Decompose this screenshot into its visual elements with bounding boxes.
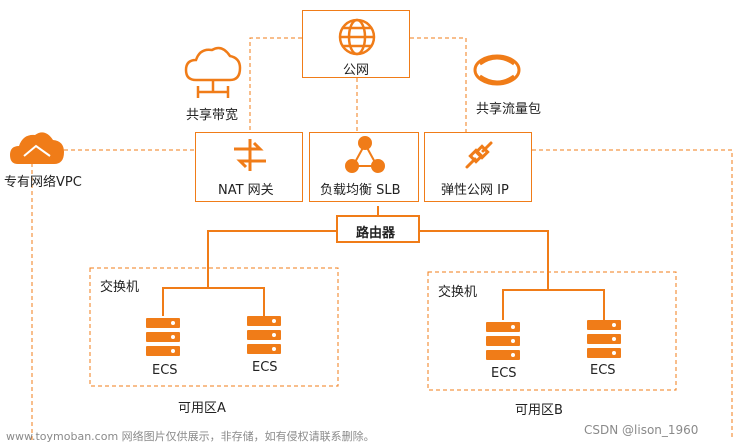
zone-a-ecs-2-label: ECS <box>252 360 278 375</box>
zone-b-ecs-2-label: ECS <box>590 363 616 378</box>
server-rack-icon <box>587 320 621 358</box>
router-node: 路由器 <box>336 215 420 243</box>
eye-traffic-icon <box>473 54 521 86</box>
zone-a-ecs-1-label: ECS <box>152 363 178 378</box>
internet-link-right <box>410 37 467 132</box>
server-rack-icon <box>486 322 520 360</box>
load-balancer-icon <box>345 136 385 173</box>
router-label: 路由器 <box>356 226 396 241</box>
zone-a-boundary <box>89 267 339 387</box>
cloud-network-icon <box>184 46 242 98</box>
watermark-left: www.toymoban.com 网络图片仅供展示，非存储，如有侵权请联系删除。 <box>6 430 375 443</box>
router-link-b <box>420 230 549 290</box>
zone-b-label: 可用区B <box>515 403 563 418</box>
load-balancer-node: 负载均衡 SLB <box>309 132 419 202</box>
elastic-ip-node: 弹性公网 IP <box>424 132 532 202</box>
zone-a-label: 可用区A <box>178 401 226 416</box>
nat-gateway-icon <box>234 139 266 171</box>
shared-traffic-label: 共享流量包 <box>476 102 542 117</box>
zone-b-ecs-1-label: ECS <box>491 366 517 381</box>
server-rack-icon <box>146 318 180 356</box>
internet-link-left <box>249 37 302 132</box>
eip-label: 弹性公网 IP <box>441 183 509 198</box>
zone-b-tree <box>502 289 605 320</box>
zone-a-switch-label: 交换机 <box>100 280 140 295</box>
cloud-vpc-icon <box>10 132 64 164</box>
elastic-ip-icon <box>465 141 493 169</box>
zone-b-switch-label: 交换机 <box>438 285 478 300</box>
vpc-label: 专有网络VPC <box>4 175 82 190</box>
nat-label: NAT 网关 <box>218 183 274 198</box>
slb-label: 负载均衡 SLB <box>320 183 401 198</box>
watermark-right: CSDN @lison_1960 <box>584 423 699 437</box>
shared-bandwidth-label: 共享带宽 <box>186 108 239 123</box>
zone-b-boundary <box>427 271 677 391</box>
internet-node: 公网 <box>302 10 410 78</box>
internet-label: 公网 <box>343 63 370 78</box>
server-rack-icon <box>247 316 281 354</box>
nat-gateway-node: NAT 网关 <box>195 132 303 202</box>
zone-a-tree <box>162 287 265 316</box>
router-link-a <box>207 230 336 288</box>
globe-icon <box>338 18 376 56</box>
